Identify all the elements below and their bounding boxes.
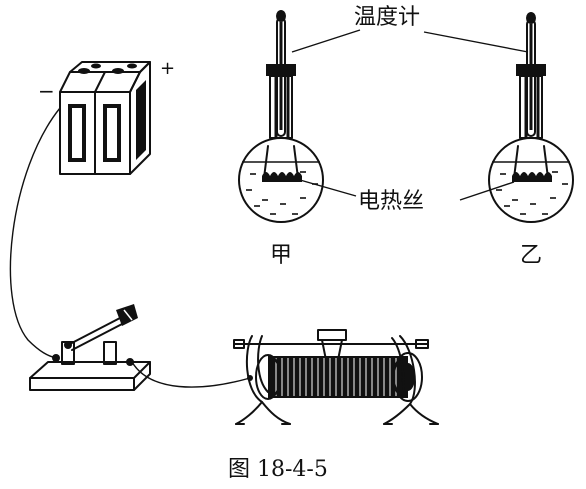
flask-left-label: 甲: [270, 243, 292, 268]
battery-pack: [59, 61, 151, 175]
flask-right: [488, 12, 574, 223]
flask-left: [238, 10, 324, 223]
knife-switch: [29, 304, 151, 391]
flask-right-label: 乙: [520, 243, 542, 268]
heating-wire-label: 电热丝: [358, 189, 424, 214]
battery-negative-sign: −: [38, 79, 55, 103]
leader-lines: [291, 29, 529, 201]
rheostat: [233, 329, 439, 425]
circuit-wires: [9, 107, 251, 388]
figure-caption: 图 18-4-5: [228, 457, 328, 482]
battery-positive-sign: +: [160, 58, 175, 79]
thermometer-label: 温度计: [354, 5, 420, 30]
